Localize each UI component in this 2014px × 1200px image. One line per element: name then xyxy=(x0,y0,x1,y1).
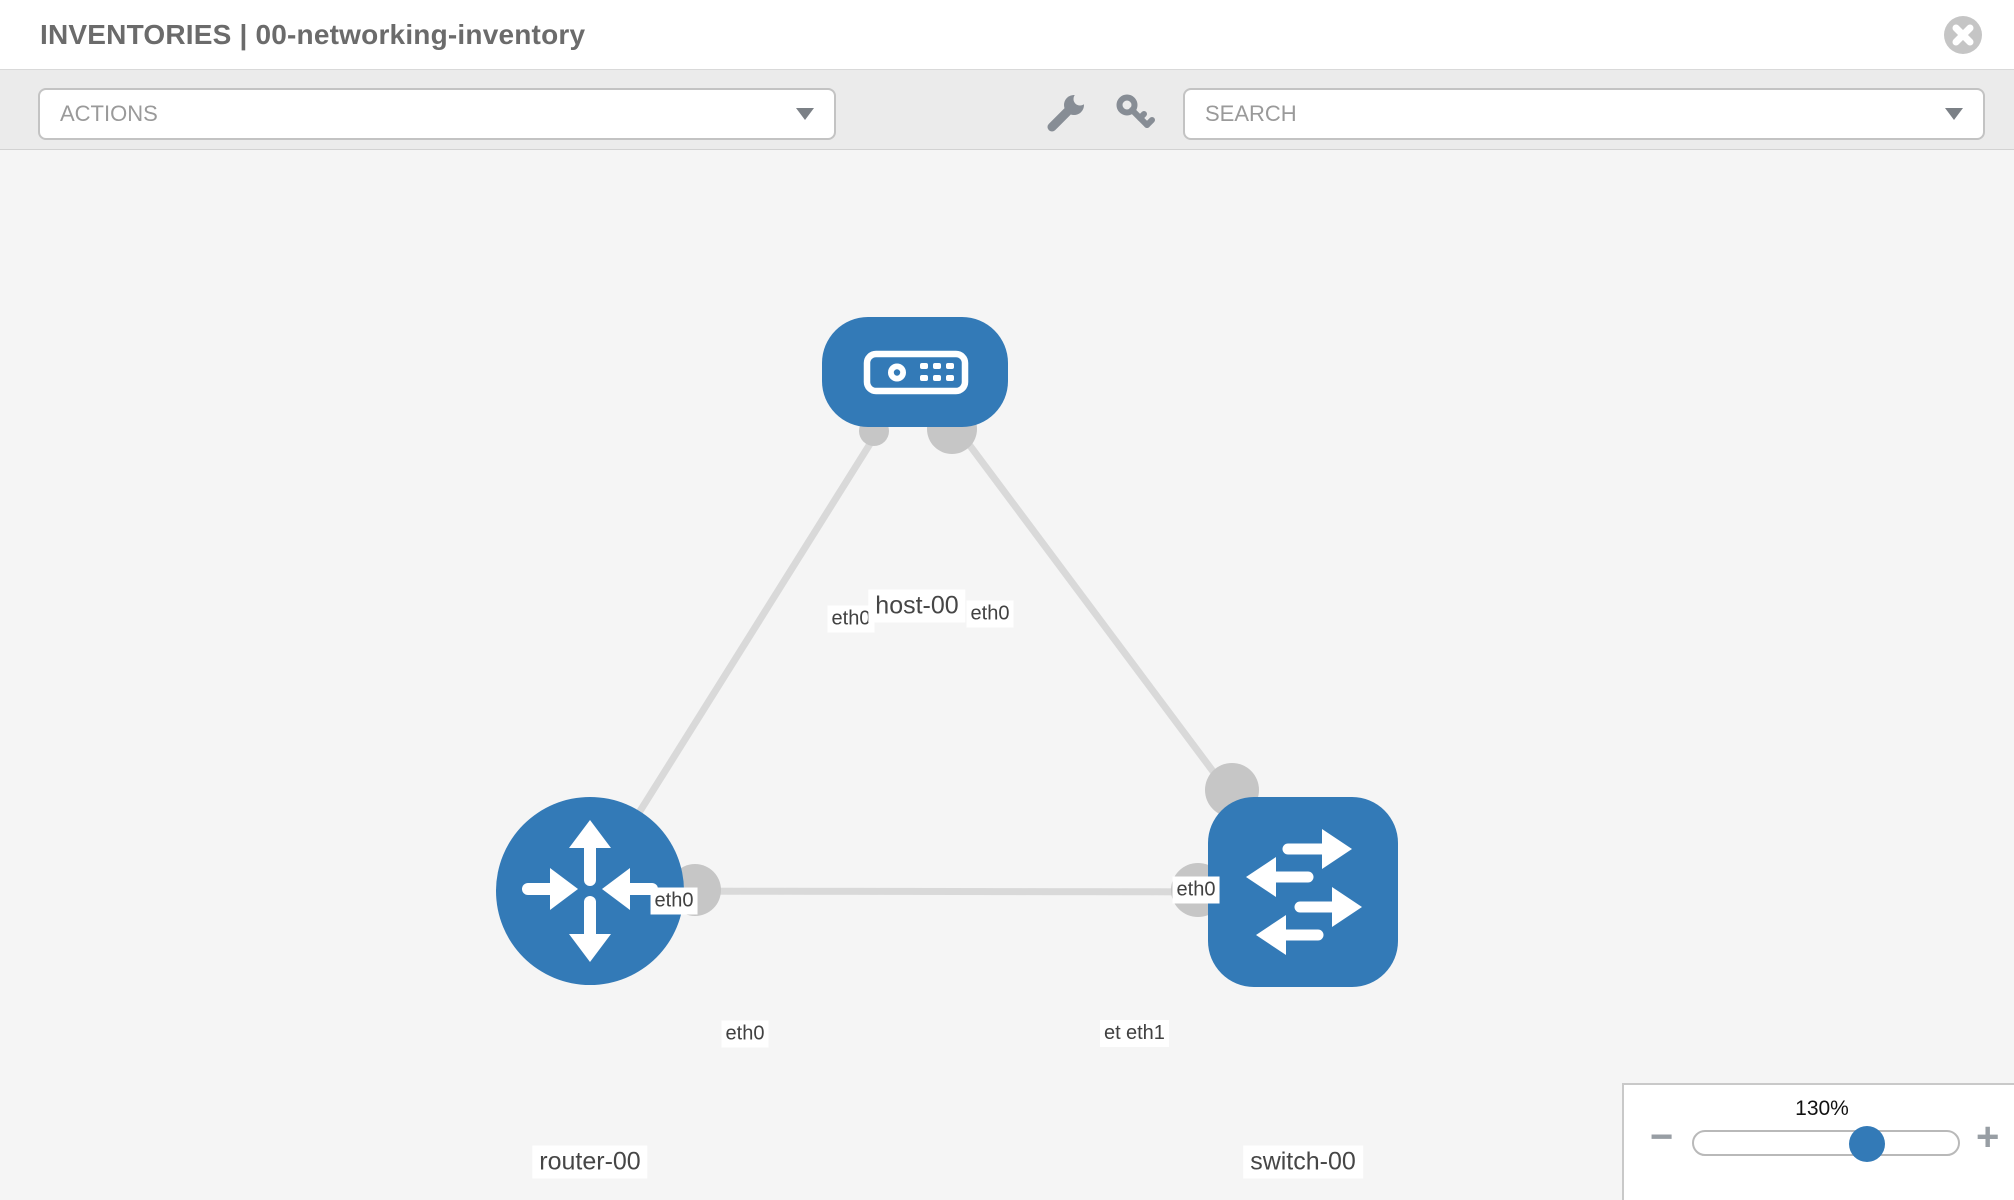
node-router-00[interactable] xyxy=(496,797,684,985)
zoom-control-panel: 130% − + xyxy=(1622,1083,2014,1200)
header-bar: INVENTORIES | 00-networking-inventory xyxy=(0,0,2014,70)
server-icon xyxy=(863,350,969,395)
zoom-slider[interactable] xyxy=(1692,1126,1960,1162)
interface-label: eth0 xyxy=(1172,876,1220,904)
zoom-in-button[interactable]: + xyxy=(1976,1115,2000,1159)
node-switch-00[interactable] xyxy=(1208,797,1398,987)
node-host-00[interactable] xyxy=(822,317,1008,427)
close-button[interactable] xyxy=(1943,15,1983,55)
node-label-router-00: router-00 xyxy=(532,1145,648,1179)
node-label-switch-00: switch-00 xyxy=(1243,1145,1363,1179)
actions-dropdown-label: ACTIONS xyxy=(60,101,158,126)
link-host-router[interactable] xyxy=(587,370,918,893)
page-title: INVENTORIES | 00-networking-inventory xyxy=(40,19,586,50)
router-arrows-icon xyxy=(522,820,658,962)
topology-canvas[interactable]: eth0 host-00 eth0 eth0 eth0 eth0 eth1 et… xyxy=(0,150,2014,1200)
node-label-host-00: host-00 xyxy=(868,589,966,623)
wrench-icon xyxy=(1047,92,1087,132)
chevron-down-icon xyxy=(1945,108,1963,120)
interface-label: eth0 xyxy=(827,605,875,633)
search-dropdown-label: SEARCH xyxy=(1205,101,1297,126)
actions-dropdown[interactable]: ACTIONS xyxy=(38,88,836,140)
credentials-button[interactable] xyxy=(1113,92,1157,136)
switch-arrows-icon xyxy=(1246,829,1362,955)
chevron-down-icon xyxy=(796,108,814,120)
interface-label: eth0 xyxy=(650,887,698,915)
interface-label: eth0 xyxy=(721,1020,769,1048)
topology-graph xyxy=(496,317,1398,987)
tools-button[interactable] xyxy=(1044,92,1088,136)
interface-label: eth0 xyxy=(966,600,1014,628)
zoom-slider-thumb[interactable] xyxy=(1849,1126,1885,1162)
search-dropdown[interactable]: SEARCH xyxy=(1183,88,1985,140)
interface-label: eth1 xyxy=(1122,1020,1169,1047)
zoom-level-value: 130% xyxy=(1795,1097,1849,1120)
key-icon xyxy=(1116,94,1155,128)
toolbar: ACTIONS SEARCH xyxy=(0,70,2014,150)
zoom-out-button[interactable]: − xyxy=(1650,1115,1674,1159)
close-icon xyxy=(1944,16,1982,54)
